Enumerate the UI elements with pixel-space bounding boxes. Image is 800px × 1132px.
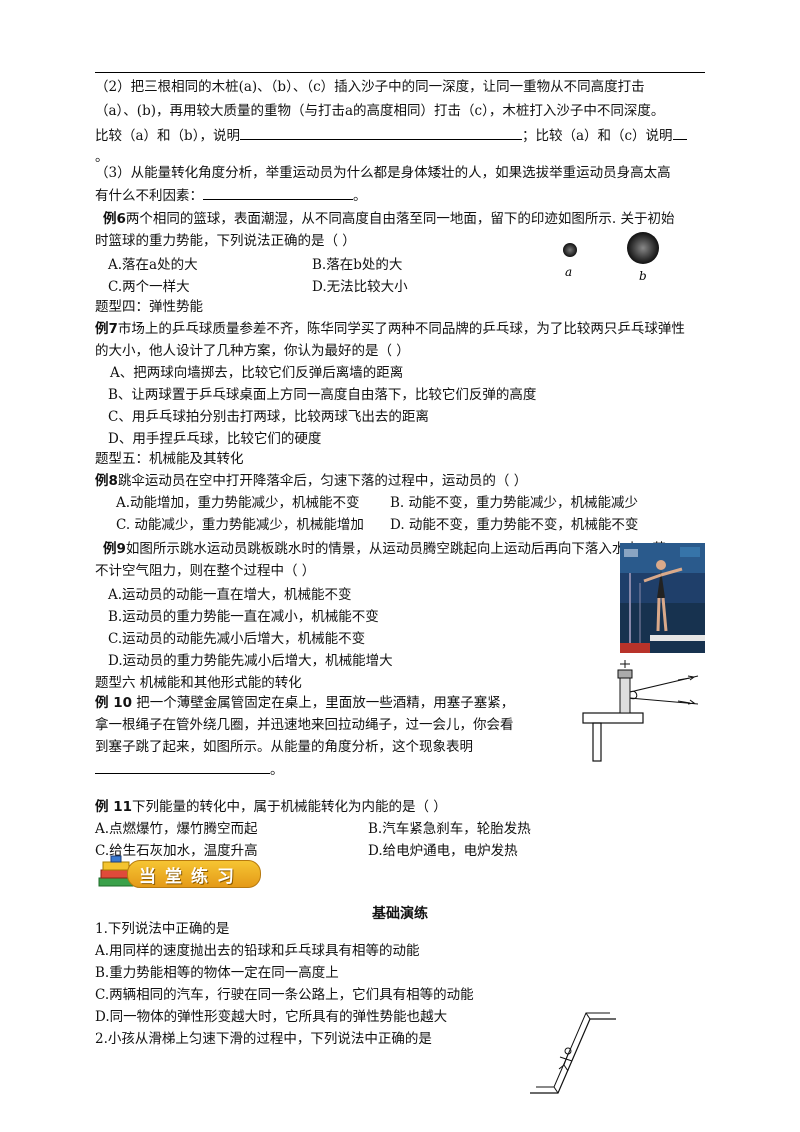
text-line: 。 xyxy=(95,149,109,165)
option-d[interactable]: D. 动能不变，重力势能不变，机械能不变 xyxy=(390,517,639,533)
question-line: 1.下列说法中正确的是 xyxy=(95,921,230,937)
option-d[interactable]: D.给电炉通电，电炉发热 xyxy=(368,843,518,859)
question-text: 市场上的乒乓球质量参差不齐，陈华同学买了两种不同品牌的乒乓球，为了比较两只乒乓球… xyxy=(117,321,685,337)
question-line: 时篮球的重力势能，下列说法正确的是（ ） xyxy=(95,233,356,249)
text-line: 比较（a）和（b），说明 ；比较（a）和（c）说明 xyxy=(95,126,687,145)
text-line: （a）、(b)，再用较大质量的重物（与打击a的高度相同）打击（c），木桩打入沙子… xyxy=(95,103,665,119)
question-text: 把一个薄壁金属管固定在桌上，里面放一些酒精，用塞子塞紧， xyxy=(136,695,515,711)
text-fragment: 比较（a）和（b），说明 xyxy=(95,128,240,144)
question-line: 例9如图所示跳水运动员跳板跳水时的情景，从运动员腾空跳起向上运动后再向下落入水中… xyxy=(103,540,666,558)
option-c[interactable]: C. 动能减少，重力势能减少，机械能增加 xyxy=(116,517,364,533)
option-a[interactable]: A.落在a处的大 xyxy=(108,257,198,273)
question-text: 下列能量的转化中，属于机械能转化为内能的是（ ） xyxy=(132,799,447,815)
question-line: 的大小，他人设计了几种方案，你认为最好的是（ ） xyxy=(95,343,410,359)
question-line: 到塞子跳了起来，如图所示。从能量的角度分析，这个现象表明 xyxy=(95,739,473,755)
option-a[interactable]: A.点燃爆竹，爆竹腾空而起 xyxy=(95,821,258,837)
text-line: （2）把三根相同的木桩(a)、（b）、（c）插入沙子中的同一深度，让同一重物从不… xyxy=(95,79,645,95)
option-a[interactable]: A.动能增加，重力势能减少，机械能不变 xyxy=(116,495,360,511)
option-b[interactable]: B、让两球置于乒乓球桌面上方同一高度自由落下，比较它们反弹的高度 xyxy=(108,387,537,403)
text-line: 有什么不利因素： 。 xyxy=(95,186,367,205)
topic-heading: 题型六 机械能和其他形式能的转化 xyxy=(95,675,302,691)
text-line: （3）从能量转化角度分析，举重运动员为什么都是身体矮壮的人，如果选拔举重运动员身… xyxy=(95,165,671,181)
example-label: 例6 xyxy=(103,211,126,227)
question-line: 例8跳伞运动员在空中打开降落伞后，匀速下落的过程中，运动员的（ ） xyxy=(95,472,527,490)
option-b[interactable]: B.汽车紧急刹车，轮胎发热 xyxy=(368,821,531,837)
basketball-marks-figure: a b xyxy=(563,232,659,283)
label-b: b xyxy=(639,269,647,283)
text-fragment: 有什么不利因素： xyxy=(95,188,203,204)
answer-blank[interactable] xyxy=(203,186,353,200)
question-line: 例7市场上的乒乓球质量参差不齐，陈华同学买了两种不同品牌的乒乓球，为了比较两只乒… xyxy=(95,320,685,338)
option-a[interactable]: A.用同样的速度抛出去的铅球和乒乓球具有相等的动能 xyxy=(95,943,420,959)
question-line: 。 xyxy=(95,760,284,779)
banner-pill xyxy=(127,860,261,888)
mark-a xyxy=(563,243,577,257)
header-rule xyxy=(95,72,705,73)
question-line: 不计空气阻力，则在整个过程中（ ） xyxy=(95,563,316,579)
option-c[interactable]: C.两辆相同的汽车，行驶在同一条公路上，它们具有相等的动能 xyxy=(95,987,474,1003)
example-label: 例8 xyxy=(95,473,118,489)
option-a[interactable]: A、把两球向墙掷去，比较它们反弹后离墙的距离 xyxy=(110,365,404,381)
question-text: 跳伞运动员在空中打开降落伞后，匀速下落的过程中，运动员的（ ） xyxy=(117,473,528,489)
example-label: 例9 xyxy=(103,541,126,557)
mark-b xyxy=(627,232,659,264)
option-d[interactable]: D.无法比较大小 xyxy=(312,279,408,295)
option-b[interactable]: B. 动能不变，重力势能减少，机械能减少 xyxy=(390,495,639,511)
question-line: 拿一根绳子在管外绕几圈，并迅速地来回拉动绳子，过一会儿，你会看 xyxy=(95,717,514,733)
answer-blank[interactable] xyxy=(239,126,522,140)
label-a: a xyxy=(565,265,572,279)
option-c[interactable]: C.运动员的动能先减小后增大，机械能不变 xyxy=(108,631,366,647)
example-label: 例 10 xyxy=(95,695,132,711)
option-a[interactable]: A.运动员的动能一直在增大，机械能不变 xyxy=(108,587,352,603)
option-d[interactable]: D.同一物体的弹性形变越大时，它所具有的弹性势能也越大 xyxy=(95,1009,448,1025)
example-label: 例7 xyxy=(95,321,118,337)
answer-blank[interactable] xyxy=(95,760,270,774)
topic-heading: 题型四：弹性势能 xyxy=(95,299,203,315)
question-line: 例6两个相同的篮球，表面潮湿，从不同高度自由落至同一地面，留下的印迹如图所示. … xyxy=(103,210,675,228)
text-fragment: ；比较（a）和（c）说明 xyxy=(521,128,673,144)
option-c[interactable]: C、用乒乓球拍分别击打两球，比较两球飞出去的距离 xyxy=(108,409,429,425)
answer-blank[interactable] xyxy=(672,126,687,140)
question-line: 例 11下列能量的转化中，属于机械能转化为内能的是（ ） xyxy=(95,798,447,816)
option-c[interactable]: C.给生石灰加水，温度升高 xyxy=(95,843,258,859)
option-c[interactable]: C.两个一样大 xyxy=(108,279,190,295)
option-b[interactable]: B.落在b处的大 xyxy=(312,257,403,273)
text-fragment: 。 xyxy=(353,188,367,204)
question-line: 例 10 把一个薄壁金属管固定在桌上，里面放一些酒精，用塞子塞紧， xyxy=(95,694,514,712)
option-b[interactable]: B.重力势能相等的物体一定在同一高度上 xyxy=(95,965,339,981)
section-title: 基础演练 xyxy=(372,906,428,922)
question-line: 2.小孩从滑梯上匀速下滑的过程中，下列说法中正确的是 xyxy=(95,1031,432,1047)
metal-tube-figure xyxy=(582,660,699,762)
topic-heading: 题型五：机械能及其转化 xyxy=(95,451,244,467)
option-d[interactable]: D.运动员的重力势能先减小后增大，机械能增大 xyxy=(108,653,393,669)
question-text: 如图所示跳水运动员跳板跳水时的情景，从运动员腾空跳起向上运动后再向下落入水中，若 xyxy=(125,541,666,557)
text-fragment: 。 xyxy=(270,762,284,778)
practice-banner: 当堂练习 xyxy=(97,852,262,890)
option-b[interactable]: B.运动员的重力势能一直在减小，机械能不变 xyxy=(108,609,379,625)
example-label: 例 11 xyxy=(95,799,132,815)
diver-photo xyxy=(620,543,705,653)
question-text: 两个相同的篮球，表面潮湿，从不同高度自由落至同一地面，留下的印迹如图所示. 关于… xyxy=(125,211,675,227)
slide-figure xyxy=(530,1012,616,1094)
banner-text: 当堂练习 xyxy=(139,867,243,887)
option-d[interactable]: D、用手捏乒乓球，比较它们的硬度 xyxy=(108,431,322,447)
